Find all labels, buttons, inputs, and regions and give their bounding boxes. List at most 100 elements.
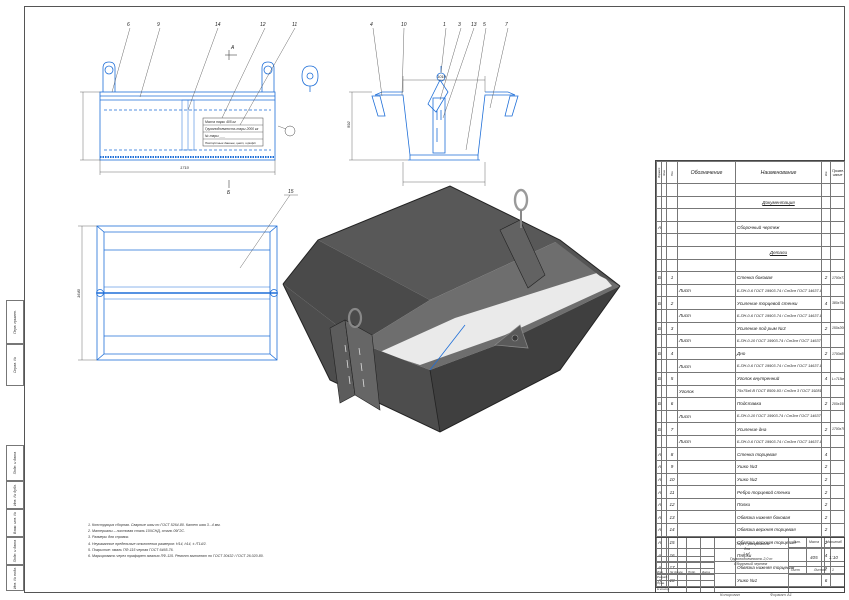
- spec-quantity-cell: [821, 245, 831, 260]
- spec-quantity-cell: [821, 283, 831, 298]
- technical-notes: 1. Конструкция сборная. Сварные швы по Г…: [88, 522, 448, 559]
- spec-position-cell: [666, 245, 678, 260]
- tb-mass-value: 405: [810, 555, 818, 560]
- spec-note-cell: [830, 359, 845, 373]
- leader-side-6: 7: [505, 22, 508, 28]
- note-line: 6. Маркировать через трафарет эмалью ПФ-…: [88, 554, 264, 559]
- spec-note-cell: [830, 434, 845, 449]
- strip-label: Инв. № дубл.: [13, 483, 17, 507]
- spec-name-cell: [735, 258, 822, 273]
- spec-position-cell: 2: [666, 296, 678, 310]
- spec-quantity-cell: 2: [821, 271, 831, 285]
- section-callout-b: Б: [227, 190, 231, 196]
- isometric-view: [282, 185, 621, 433]
- tb-prov: Пров.: [657, 581, 665, 585]
- spec-designation-cell: [677, 296, 736, 310]
- strip-cell: Инв. № дубл.: [6, 481, 24, 509]
- strip-label: Взам. инв. №: [13, 511, 17, 535]
- strip-label: Подп. и дата: [13, 539, 17, 563]
- tb-scale-label: Масштаб: [826, 540, 842, 544]
- spec-designation-cell: [677, 346, 736, 361]
- spec-note-cell: [830, 245, 845, 260]
- spec-row: БЧ1Стенка боковая21700х712х6: [656, 271, 845, 285]
- specification-table: Формат Зона Поз. Обозначение Наименовани…: [655, 160, 845, 588]
- spec-header: Кол.: [821, 161, 831, 184]
- spec-designation-cell: [677, 460, 736, 474]
- copied-label: Копировал: [720, 592, 740, 597]
- spec-position-cell: 14: [666, 523, 678, 537]
- strip-label: Перв. примен.: [13, 310, 17, 334]
- spec-quantity-cell: 2: [821, 321, 831, 336]
- spec-position-cell: 6: [666, 397, 678, 411]
- spec-designation-cell: [677, 523, 736, 537]
- spec-position-cell: 8: [666, 447, 678, 462]
- spec-name-cell: Б-ПН-0-6 ГОСТ 19903-74 / Ст3сп ГОСТ 1463…: [735, 434, 822, 449]
- note-line: 1. Конструкция сборная. Сварные швы по Г…: [88, 523, 221, 527]
- spec-quantity-cell: 2: [821, 472, 831, 487]
- spec-note-cell: [830, 258, 845, 273]
- spec-note-cell: [830, 460, 845, 474]
- tb-izm: Изм.: [657, 570, 664, 574]
- spec-note-cell: [830, 472, 845, 487]
- tb-title-3: 1 м³: [743, 552, 750, 556]
- spec-header: Формат: [656, 161, 662, 184]
- tb-data: Дата: [702, 570, 710, 574]
- spec-designation-cell: [677, 397, 736, 411]
- spec-name-cell: Стенка боковая: [735, 271, 822, 285]
- spec-position-cell: [666, 283, 678, 298]
- spec-name-cell: Обвязка нижняя боковая: [735, 510, 822, 525]
- hanger-slots-left: [344, 344, 365, 388]
- leader-front-1: 9: [157, 22, 160, 28]
- spec-quantity-cell: 2: [821, 346, 831, 361]
- spec-name-cell: Сборочный чертеж: [735, 220, 822, 235]
- spec-designation-cell: [677, 497, 736, 512]
- front-view: [80, 27, 319, 188]
- spec-position-cell: [666, 409, 678, 424]
- title-block: Изм. № докум. Подп. Дата Разраб. Пров. Н…: [655, 537, 845, 593]
- spec-row: [656, 208, 845, 222]
- spec-name-cell: Документация: [735, 195, 822, 210]
- left-border-strip: Перв. примен. Справ. № Подп. и дата Инв.…: [6, 300, 24, 591]
- spec-quantity-cell: [821, 409, 831, 424]
- spec-note-cell: [830, 409, 845, 424]
- spec-row: БЧ6Подставка2200х150х10: [656, 397, 845, 411]
- spec-note-cell: [830, 485, 845, 499]
- spec-name-cell: Б-ПН-0-6 ГОСТ 19903-74 / Ст3сп ГОСТ 1463…: [735, 359, 822, 373]
- spec-note-cell: [830, 183, 845, 197]
- spec-quantity-cell: 4: [821, 371, 831, 386]
- spec-quantity-cell: 2: [821, 422, 831, 436]
- side-view: [349, 27, 519, 186]
- spec-position-cell: 7: [666, 422, 678, 436]
- note-line: 5. Покрытие: эмаль ПФ-115 черная ГОСТ 64…: [88, 547, 174, 552]
- spec-header-row: Формат Зона Поз. Обозначение Наименовани…: [656, 161, 845, 184]
- spec-note-cell: [830, 220, 845, 235]
- spec-note-cell: [830, 208, 845, 222]
- spec-position-cell: 12: [666, 497, 678, 512]
- spec-designation-cell: [677, 258, 736, 273]
- spec-designation-cell: [677, 371, 736, 386]
- spec-quantity-cell: 2: [821, 523, 831, 537]
- spec-note-cell: 380х75х6: [830, 296, 845, 310]
- spec-designation-cell: [677, 485, 736, 499]
- spec-name-cell: Детали: [735, 245, 822, 260]
- spec-header: Поз.: [666, 161, 678, 184]
- leader-side-1: 10: [401, 22, 407, 28]
- spec-designation-cell: Уголок: [677, 384, 736, 399]
- spec-designation-cell: [677, 233, 736, 247]
- spec-position-cell: [666, 359, 678, 373]
- dim-height: 592: [346, 121, 351, 128]
- spec-designation-cell: Лист: [677, 359, 736, 373]
- spec-quantity-cell: 2: [821, 460, 831, 474]
- spec-quantity-cell: [821, 359, 831, 373]
- callout-15: 15: [288, 189, 294, 195]
- spec-designation-cell: [677, 183, 736, 197]
- spec-quantity-cell: 4: [821, 447, 831, 462]
- tb-title-5: Сборочный чертеж: [734, 562, 768, 566]
- strip-cell: Справ. №: [6, 344, 24, 386]
- spec-row: [656, 258, 845, 273]
- spec-name-cell: Усиление дна: [735, 422, 822, 436]
